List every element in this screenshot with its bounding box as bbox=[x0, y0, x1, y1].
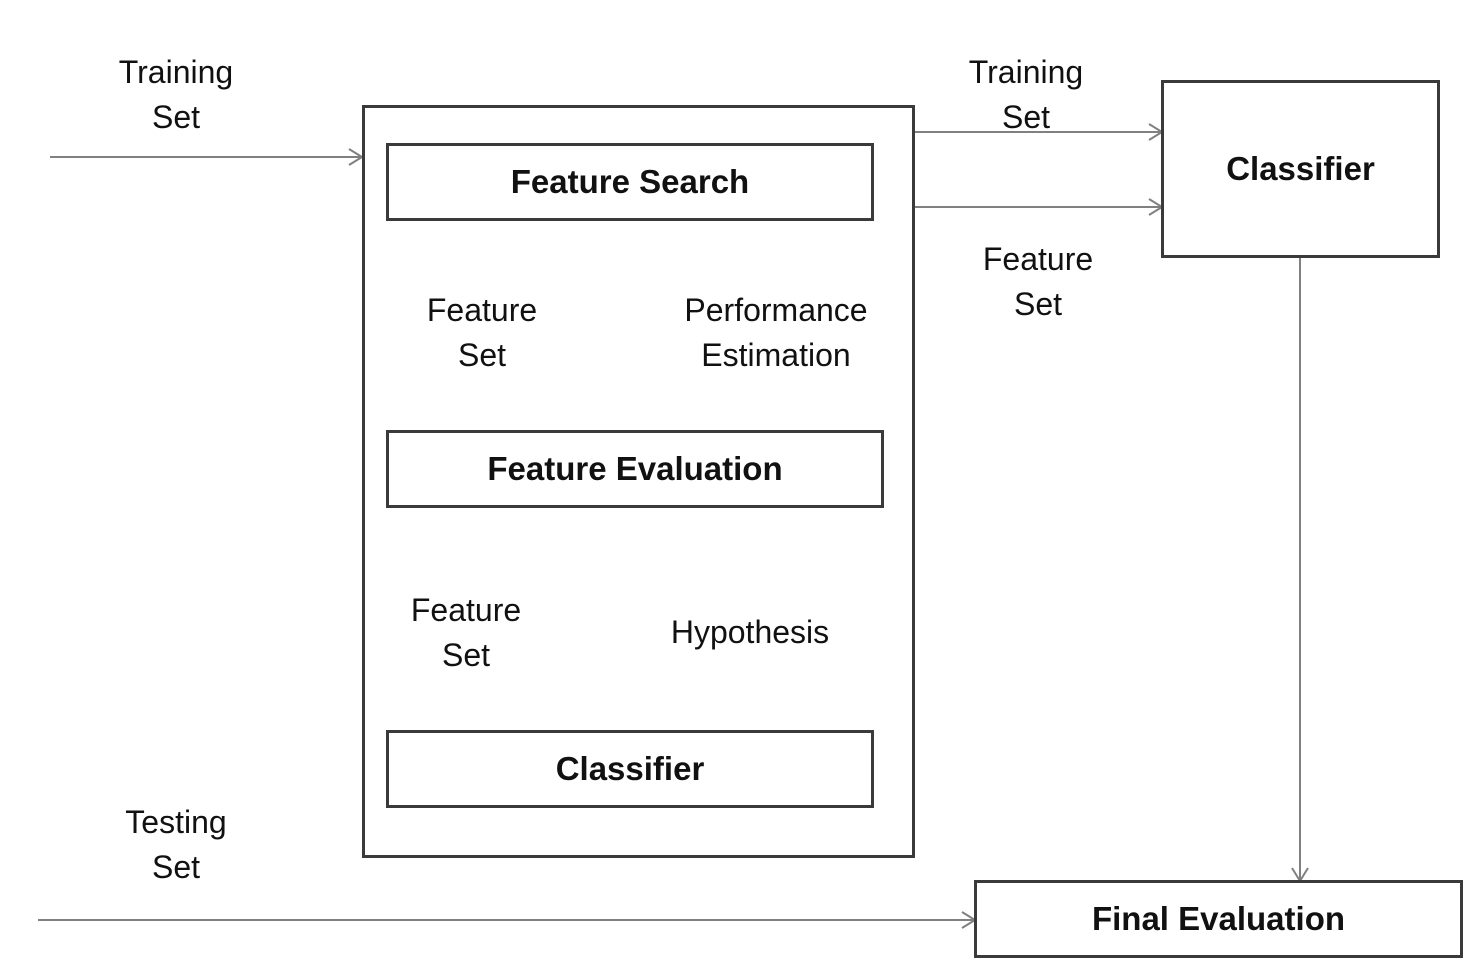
training-set-out-line-2: Set bbox=[1001, 99, 1051, 135]
arrow-testing-set-in bbox=[38, 911, 977, 929]
feature-evaluation-label: Feature Evaluation bbox=[487, 450, 783, 487]
feature-evaluation-box: Feature Evaluation bbox=[386, 430, 884, 508]
feature-set-search-to-eval-line-1: Feature bbox=[426, 292, 538, 328]
training-set-out-label: Training Set bbox=[946, 50, 1106, 140]
feature-set-search-to-eval-label: Feature Set bbox=[402, 288, 562, 378]
performance-estimation-line-1: Performance bbox=[684, 292, 868, 328]
arrow-classifier-to-final-evaluation bbox=[1291, 258, 1309, 883]
training-set-out-line-1: Training bbox=[968, 54, 1084, 90]
feature-set-out-line-2: Set bbox=[1013, 286, 1063, 322]
final-evaluation-label: Final Evaluation bbox=[1091, 900, 1346, 937]
outer-classifier-box: Classifier bbox=[1161, 80, 1440, 258]
testing-set-in-line-2: Set bbox=[151, 849, 201, 885]
inner-classifier-label: Classifier bbox=[555, 750, 705, 787]
training-set-in-line-2: Set bbox=[151, 99, 201, 135]
feature-set-out-label: Feature Set bbox=[958, 237, 1118, 327]
hypothesis-line-1: Hypothesis bbox=[670, 614, 830, 650]
outer-classifier-label: Classifier bbox=[1226, 150, 1375, 187]
feature-set-eval-to-classifier-label: Feature Set bbox=[386, 588, 546, 678]
feature-set-search-to-eval-line-2: Set bbox=[457, 337, 507, 373]
feature-set-eval-to-classifier-line-1: Feature bbox=[410, 592, 522, 628]
performance-estimation-label: Performance Estimation bbox=[666, 288, 886, 378]
testing-set-in-label: Testing Set bbox=[96, 800, 256, 890]
training-set-in-line-1: Training bbox=[118, 54, 234, 90]
feature-search-box: Feature Search bbox=[386, 143, 874, 221]
arrow-training-set-in bbox=[50, 148, 364, 166]
inner-classifier-box: Classifier bbox=[386, 730, 874, 808]
training-set-in-label: Training Set bbox=[96, 50, 256, 140]
feature-set-out-line-1: Feature bbox=[982, 241, 1094, 277]
feature-search-label: Feature Search bbox=[510, 163, 750, 200]
final-evaluation-box: Final Evaluation bbox=[974, 880, 1463, 958]
hypothesis-label: Hypothesis bbox=[660, 610, 840, 655]
feature-set-eval-to-classifier-line-2: Set bbox=[441, 637, 491, 673]
testing-set-in-line-1: Testing bbox=[125, 804, 227, 840]
arrow-feature-set-out bbox=[915, 198, 1164, 216]
performance-estimation-line-2: Estimation bbox=[701, 337, 851, 373]
